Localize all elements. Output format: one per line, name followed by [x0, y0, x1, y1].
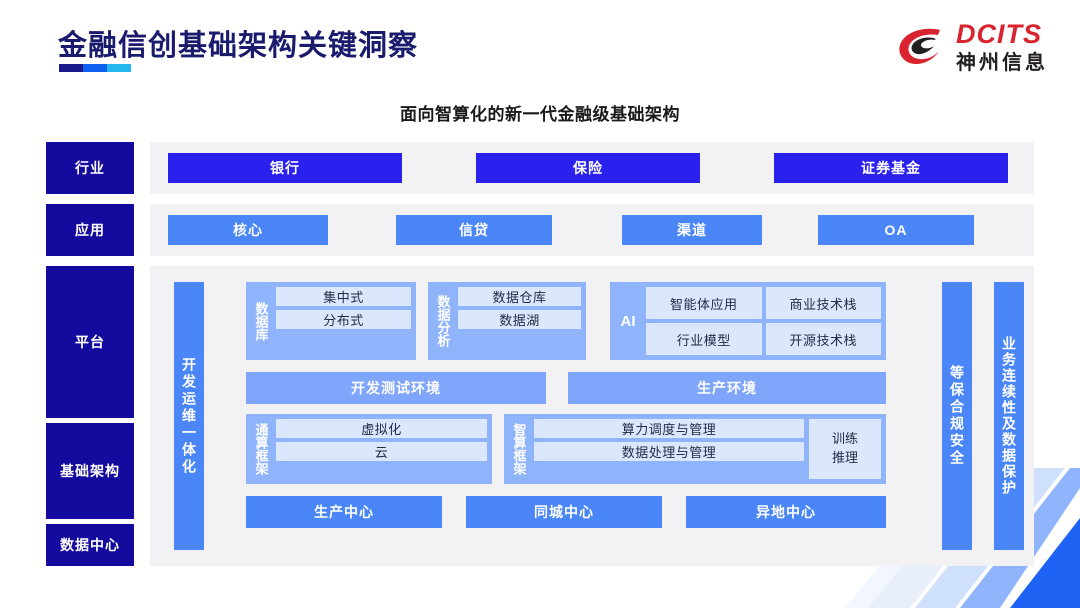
underline-segment-blue — [82, 64, 108, 72]
cell-distributed[interactable]: 分布式 — [276, 310, 411, 329]
group-database: 数据库 集中式 分布式 — [246, 282, 416, 360]
layer-label-infrastructure: 基础架构 — [46, 423, 134, 519]
group-ai-cells: 智能体应用 商业技术栈 行业模型 开源技术栈 — [646, 287, 881, 355]
cell-opensource-stack[interactable]: 开源技术栈 — [765, 323, 881, 355]
cell-compute-scheduling[interactable]: 算力调度与管理 — [534, 419, 804, 438]
datacenter-production[interactable]: 生产中心 — [246, 496, 442, 528]
cell-commercial-stack[interactable]: 商业技术栈 — [765, 287, 881, 319]
datacenter-remote[interactable]: 异地中心 — [686, 496, 886, 528]
layer-label-datacenter: 数据中心 — [46, 524, 134, 566]
diagram-subtitle: 面向智算化的新一代金融级基础架构 — [400, 105, 680, 124]
cell-data-processing[interactable]: 数据处理与管理 — [534, 442, 804, 461]
group-intelligent-compute: 智算框架 算力调度与管理 数据处理与管理 训练 推理 — [504, 414, 886, 484]
cell-virtualization[interactable]: 虚拟化 — [276, 419, 487, 438]
cell-train-inference[interactable]: 训练 推理 — [809, 419, 881, 479]
dcits-swirl-icon — [896, 23, 948, 71]
page-header: 金融信创基础架构关键洞察 DCITS 神州信息 — [0, 0, 1080, 92]
platform-content: 数据库 集中式 分布式 数据分析 数据仓库 数据湖 AI 智能体应用 商业技术栈… — [246, 282, 886, 552]
group-intelligent-compute-title: 智算框架 — [511, 423, 527, 475]
group-general-compute: 通算框架 虚拟化 云 — [246, 414, 492, 484]
cell-cloud[interactable]: 云 — [276, 442, 487, 461]
group-ai: AI 智能体应用 商业技术栈 行业模型 开源技术栈 — [610, 282, 886, 360]
layer-label-industry: 行业 — [46, 142, 134, 194]
industry-row: 银行 保险 证券基金 — [150, 142, 1034, 194]
underline-segment-navy — [59, 64, 83, 72]
layer-label-platform: 平台 — [46, 266, 134, 418]
group-intelligent-compute-cells: 算力调度与管理 数据处理与管理 — [534, 419, 804, 479]
group-data-analysis: 数据分析 数据仓库 数据湖 — [428, 282, 586, 360]
group-database-title: 数据库 — [253, 301, 269, 341]
page-title: 金融信创基础架构关键洞察 — [58, 30, 419, 62]
layer-label-column: 行业 应用 平台 基础架构 数据中心 — [46, 142, 134, 567]
architecture-diagram: 行业 应用 平台 基础架构 数据中心 银行 保险 证券基金 核心 信贷 渠道 O… — [46, 142, 1034, 567]
group-general-compute-title: 通算框架 — [253, 423, 269, 475]
cell-industry-model[interactable]: 行业模型 — [646, 323, 762, 355]
env-dev-test[interactable]: 开发测试环境 — [246, 372, 546, 404]
cell-agent-application[interactable]: 智能体应用 — [646, 287, 762, 319]
logo-text-block: DCITS 神州信息 — [956, 19, 1048, 74]
devops-vertical-bar[interactable]: 开发运维一体化 — [174, 282, 204, 550]
group-data-analysis-title: 数据分析 — [435, 295, 451, 347]
layer-label-application: 应用 — [46, 204, 134, 256]
cell-data-warehouse[interactable]: 数据仓库 — [458, 287, 581, 306]
train-label: 训练 — [831, 431, 858, 447]
inference-label: 推理 — [831, 450, 858, 465]
logo-text-cn: 神州信息 — [956, 52, 1048, 74]
group-data-analysis-cells: 数据仓库 数据湖 — [458, 287, 581, 355]
cell-data-lake[interactable]: 数据湖 — [458, 310, 581, 329]
title-underline-accent — [59, 64, 131, 72]
group-ai-title: AI — [620, 312, 636, 330]
continuity-vertical-bar[interactable]: 业务连续性及数据保护 — [994, 282, 1024, 550]
application-chip-channel[interactable]: 渠道 — [622, 215, 762, 245]
datacenter-same-city[interactable]: 同城中心 — [466, 496, 662, 528]
cell-centralized[interactable]: 集中式 — [276, 287, 411, 306]
security-vertical-bar[interactable]: 等保合规安全 — [942, 282, 972, 550]
env-production[interactable]: 生产环境 — [568, 372, 886, 404]
logo-text-en: DCITS — [956, 19, 1042, 49]
industry-chip-bank[interactable]: 银行 — [168, 153, 402, 183]
dcits-logo: DCITS 神州信息 — [896, 18, 1048, 76]
application-row: 核心 信贷 渠道 OA — [150, 204, 1034, 256]
industry-chip-securities[interactable]: 证券基金 — [774, 153, 1008, 183]
application-chip-oa[interactable]: OA — [818, 215, 974, 245]
application-chip-credit[interactable]: 信贷 — [396, 215, 552, 245]
application-chip-core[interactable]: 核心 — [168, 215, 328, 245]
group-general-compute-cells: 虚拟化 云 — [276, 419, 487, 479]
underline-segment-cyan — [107, 64, 131, 72]
group-database-cells: 集中式 分布式 — [276, 287, 411, 355]
industry-chip-insurance[interactable]: 保险 — [476, 153, 700, 183]
